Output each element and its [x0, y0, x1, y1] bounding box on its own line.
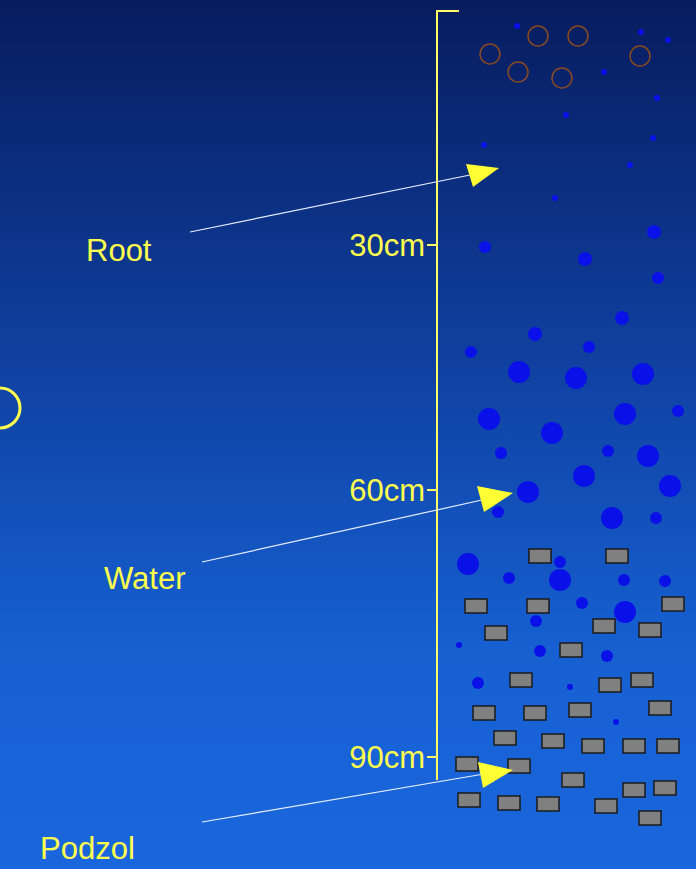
- podzol-particle: [662, 597, 684, 611]
- water-drop: [552, 195, 558, 201]
- water-drop: [632, 363, 654, 385]
- podzol-particle: [494, 731, 516, 745]
- water-drop: [549, 569, 571, 591]
- water-drop: [565, 367, 587, 389]
- water-drop: [654, 95, 660, 101]
- water-drop: [576, 597, 588, 609]
- water-drop: [659, 475, 681, 497]
- water-drop: [530, 615, 542, 627]
- water-drop: [637, 445, 659, 467]
- water-drop: [503, 572, 515, 584]
- water-drop: [481, 142, 487, 148]
- arrowheads: [466, 164, 513, 788]
- podzol-particle: [654, 781, 676, 795]
- water-drop: [601, 507, 623, 529]
- water-drop: [508, 361, 530, 383]
- water-drop: [613, 719, 619, 725]
- water-drop: [573, 465, 595, 487]
- podzol-particle: [465, 599, 487, 613]
- water-drop: [618, 574, 630, 586]
- water-drop: [601, 650, 613, 662]
- water-drop: [517, 481, 539, 503]
- water-drop: [478, 408, 500, 430]
- podzol-particle: [456, 757, 478, 771]
- water-drop: [541, 422, 563, 444]
- part-label: Root: [86, 235, 151, 266]
- root-particle: [508, 62, 528, 82]
- leader-lines: [190, 175, 484, 822]
- root-particle: [568, 26, 588, 46]
- water-drop: [601, 69, 607, 75]
- water-drop: [650, 135, 656, 141]
- podzol-particle: [485, 626, 507, 640]
- podzol-particle: [524, 706, 546, 720]
- depth-label: 90cm: [349, 742, 425, 773]
- water-drop: [495, 447, 507, 459]
- podzol-particle: [458, 793, 480, 807]
- podzol-particle: [639, 811, 661, 825]
- water-drop: [615, 311, 629, 325]
- podzol-particle: [529, 549, 551, 563]
- podzol-particle: [631, 673, 653, 687]
- root-particle: [552, 68, 572, 88]
- podzol-particle: [649, 701, 671, 715]
- root-particle: [630, 46, 650, 66]
- water-drop: [457, 553, 479, 575]
- water-drop: [614, 601, 636, 623]
- podzol-particle: [623, 783, 645, 797]
- water-drop: [534, 645, 546, 657]
- water-drop: [602, 445, 614, 457]
- water-drop: [614, 403, 636, 425]
- podzol-particle: [560, 643, 582, 657]
- water-drop: [554, 556, 566, 568]
- water-drop: [650, 512, 662, 524]
- podzol-particle: [639, 623, 661, 637]
- podzol-particle: [657, 739, 679, 753]
- water-drop: [578, 252, 592, 266]
- water-drop: [528, 327, 542, 341]
- podzol-particle: [510, 673, 532, 687]
- water-drop: [567, 684, 573, 690]
- water-drop: [492, 506, 504, 518]
- podzol-particle: [595, 799, 617, 813]
- water-drop: [672, 405, 684, 417]
- podzol-particle: [562, 773, 584, 787]
- podzol-particle: [537, 797, 559, 811]
- podzol-particle: [527, 599, 549, 613]
- part-label: Water: [104, 563, 186, 594]
- podzol-particle: [623, 739, 645, 753]
- water-drop: [665, 37, 671, 43]
- water-drop: [638, 29, 644, 35]
- water-drop: [563, 112, 569, 118]
- part-label: Podzol: [40, 833, 135, 864]
- depth-label: 30cm: [349, 230, 425, 261]
- water-drop: [647, 225, 661, 239]
- root-particle: [480, 44, 500, 64]
- water-drop: [514, 23, 520, 29]
- water-drop: [465, 346, 477, 358]
- podzol-particle: [473, 706, 495, 720]
- podzol-particle: [569, 703, 591, 717]
- water-drop: [583, 341, 595, 353]
- root-particle: [528, 26, 548, 46]
- water-drop: [659, 575, 671, 587]
- podzol-particle: [498, 796, 520, 810]
- water-drop: [472, 677, 484, 689]
- water-drop: [652, 272, 664, 284]
- depth-axis: [427, 10, 459, 780]
- podzol-particle: [606, 549, 628, 563]
- soil-particles: [456, 23, 684, 825]
- water-drop: [479, 241, 491, 253]
- podzol-particle: [542, 734, 564, 748]
- water-drop: [456, 642, 462, 648]
- depth-label: 60cm: [349, 475, 425, 506]
- podzol-particle: [599, 678, 621, 692]
- podzol-particle: [593, 619, 615, 633]
- podzol-particle: [582, 739, 604, 753]
- cut-circle: [0, 388, 20, 428]
- water-drop: [627, 162, 633, 168]
